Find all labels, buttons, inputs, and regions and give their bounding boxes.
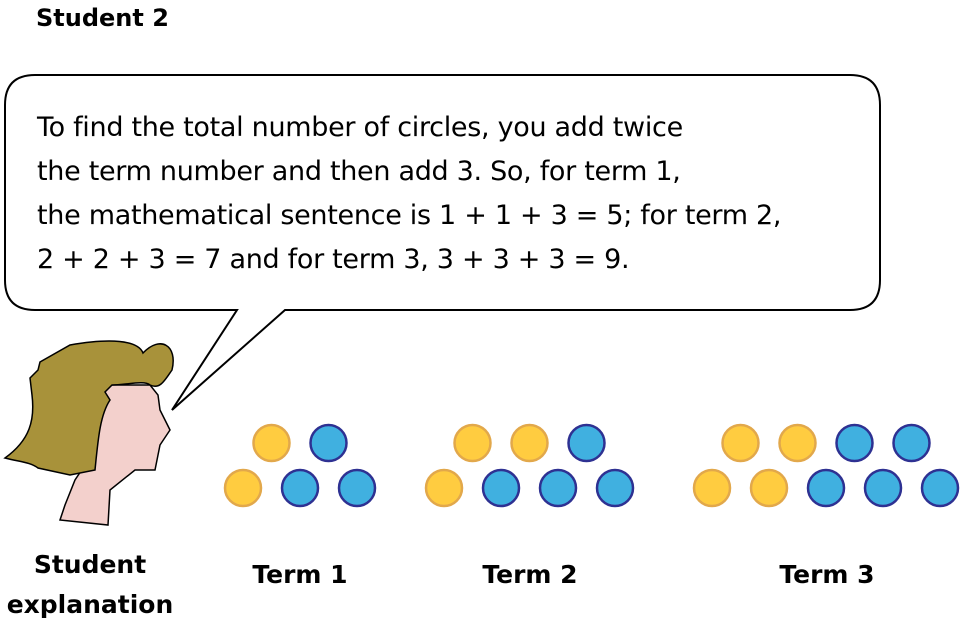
yellow-circle [721, 423, 760, 463]
blue-circle [595, 468, 635, 508]
speech-line: 2 + 2 + 3 = 7 and for term 3, 3 + 3 + 3 … [37, 244, 630, 275]
blue-circle [567, 423, 606, 463]
yellow-circle [749, 468, 789, 508]
blue-circle [481, 468, 521, 508]
blue-circle [806, 468, 846, 508]
blue-circle [892, 423, 931, 463]
yellow-circle [692, 468, 732, 508]
blue-circle [835, 423, 874, 463]
term-1-label: Term 1 [252, 560, 348, 589]
yellow-circle [424, 468, 464, 508]
blue-circle [280, 468, 320, 508]
label-line: Student [33, 550, 147, 579]
student-head-icon [3, 340, 174, 526]
speech-bubble [4, 74, 881, 411]
yellow-circle [778, 423, 817, 463]
yellow-circle [453, 423, 492, 463]
yellow-circle [223, 468, 263, 508]
blue-circle [920, 468, 960, 508]
yellow-circle [510, 423, 549, 463]
title: Student 2 [36, 4, 169, 32]
blue-circle [337, 468, 377, 508]
student-explanation-label: Student explanation [0, 545, 180, 625]
term-2-label: Term 2 [482, 560, 578, 589]
yellow-circle [252, 423, 291, 463]
speech-text: To find the total number of circles, you… [37, 106, 781, 282]
blue-circle [309, 423, 348, 463]
blue-circle [863, 468, 903, 508]
blue-circle [538, 468, 578, 508]
term-circles [223, 423, 960, 508]
speech-line: To find the total number of circles, you… [37, 112, 683, 143]
label-line: explanation [6, 590, 174, 619]
term-3-label: Term 3 [779, 560, 875, 589]
speech-line: the term number and then add 3. So, for … [37, 156, 681, 187]
speech-line: the mathematical sentence is 1 + 1 + 3 =… [37, 200, 782, 231]
